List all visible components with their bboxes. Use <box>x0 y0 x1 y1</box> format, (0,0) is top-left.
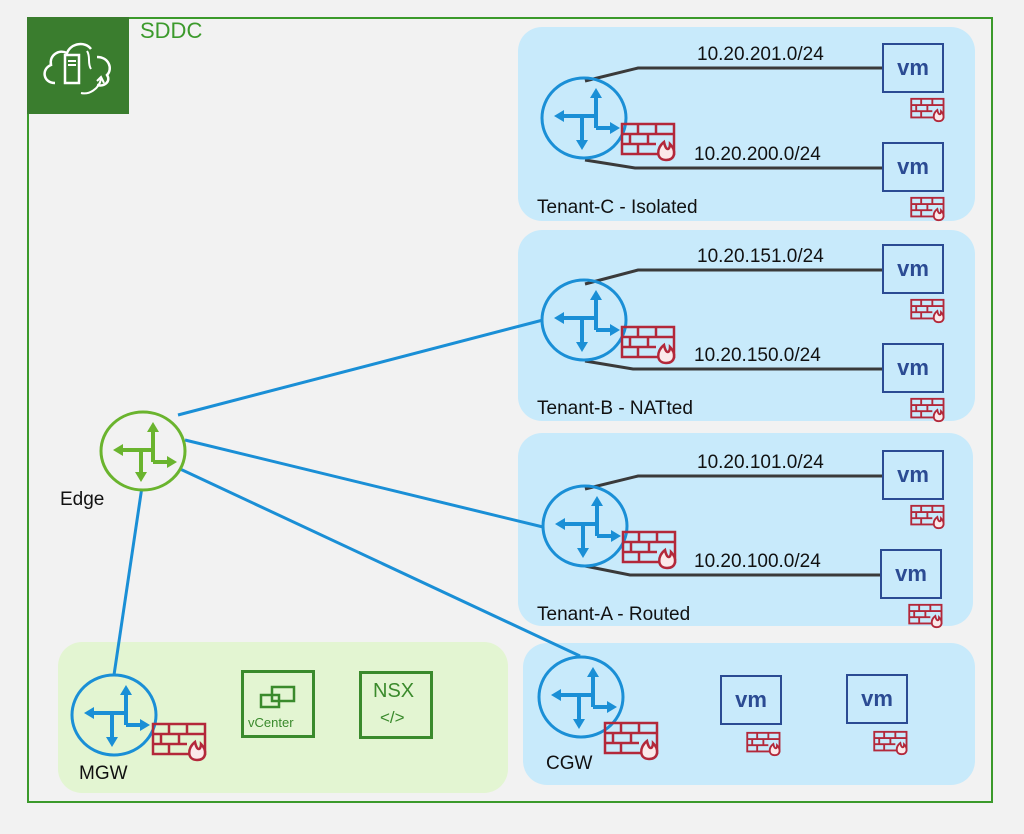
vcenter-label: vCenter <box>248 715 294 730</box>
vm-box[interactable]: vm <box>846 674 908 724</box>
vm-box[interactable]: vm <box>882 450 944 500</box>
link-edge-tenant-a <box>184 438 544 529</box>
subnet-label: 10.20.151.0/24 <box>697 246 824 267</box>
code-icon: </> <box>380 708 405 727</box>
sddc-title: SDDC <box>140 18 203 43</box>
link-edge-mgw <box>112 479 145 676</box>
link-edge-tenant-b <box>177 318 544 417</box>
tenant-c-label: Tenant-C - Isolated <box>537 197 698 218</box>
cgw-label: CGW <box>546 753 593 774</box>
tenant-a-firewall-icon <box>621 530 677 570</box>
nsx-appliance[interactable]: NSX </> <box>359 671 433 739</box>
link-edge-cgw <box>177 466 581 658</box>
cloud-datacenter-icon <box>43 42 111 95</box>
subnet-label: 10.20.201.0/24 <box>697 44 824 65</box>
vm-firewall-icon <box>910 298 945 324</box>
vm-box[interactable]: vm <box>882 343 944 393</box>
cgw-router-icon[interactable] <box>537 655 625 739</box>
tenant-b-router-icon[interactable] <box>540 278 628 362</box>
sddc-frame <box>27 17 993 803</box>
vm-firewall-icon <box>910 97 945 123</box>
tenant-a-label: Tenant-A - Routed <box>537 604 691 625</box>
vm-firewall-icon <box>746 731 781 757</box>
subnet-label: 10.20.150.0/24 <box>694 345 821 366</box>
segment-tenant-a-2 <box>584 564 882 577</box>
vcenter-icon <box>259 685 296 709</box>
sddc-icon-box <box>27 17 129 114</box>
subnet-label: 10.20.100.0/24 <box>694 551 821 572</box>
segment-tenant-a-1 <box>584 474 882 491</box>
subnet-label: 10.20.101.0/24 <box>697 452 824 473</box>
vcenter-appliance[interactable]: vCenter <box>241 670 315 738</box>
edge-router-icon[interactable] <box>99 410 187 492</box>
vm-firewall-icon <box>908 603 943 629</box>
vm-box[interactable]: vm <box>720 675 782 725</box>
segment-tenant-c-1 <box>584 66 882 83</box>
vm-firewall-icon <box>910 196 945 222</box>
vm-box[interactable]: vm <box>882 43 944 93</box>
mgw-firewall-icon <box>151 722 207 762</box>
tenant-a-zone <box>518 433 973 626</box>
tenant-c-router-icon[interactable] <box>540 76 628 160</box>
tenant-c-firewall-icon <box>620 122 676 162</box>
vm-firewall-icon <box>910 397 945 423</box>
subnet-label: 10.20.200.0/24 <box>694 144 821 165</box>
vm-box[interactable]: vm <box>882 244 944 294</box>
cgw-firewall-icon <box>603 721 659 761</box>
segment-tenant-b-1 <box>584 268 882 286</box>
vm-box[interactable]: vm <box>882 142 944 192</box>
edge-label: Edge <box>60 489 105 510</box>
vm-firewall-icon <box>873 730 908 756</box>
tenant-b-label: Tenant-B - NATted <box>537 398 693 419</box>
nsx-label: NSX <box>373 680 415 702</box>
vm-box[interactable]: vm <box>880 549 942 599</box>
tenant-b-firewall-icon <box>620 325 676 365</box>
cgw-zone <box>523 643 975 785</box>
tenant-a-router-icon[interactable] <box>541 484 629 568</box>
segment-tenant-b-2 <box>584 359 882 371</box>
vm-firewall-icon <box>910 504 945 530</box>
mgw-router-icon[interactable] <box>70 673 158 757</box>
segment-tenant-c-2 <box>584 158 882 170</box>
mgw-zone <box>58 642 508 793</box>
mgw-label: MGW <box>79 763 128 784</box>
